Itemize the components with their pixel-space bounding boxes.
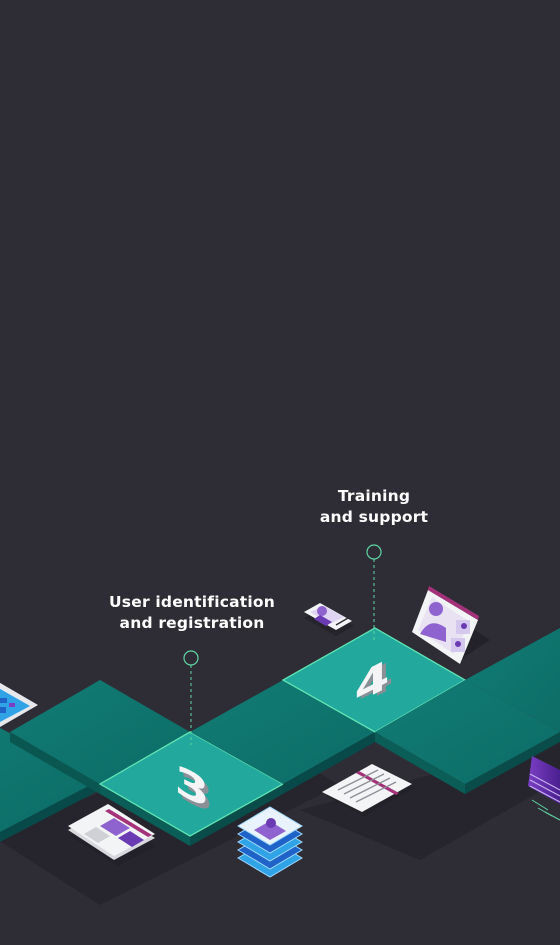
video-call-icon [412, 586, 490, 664]
document-icon [322, 764, 414, 816]
browser-window-icon [68, 804, 156, 866]
tile-step-3 [98, 731, 285, 846]
tile-left [0, 728, 100, 842]
tile-f [375, 680, 560, 794]
guide-marker-4 [366, 544, 382, 640]
step-label-4-line2: and support [319, 508, 429, 526]
phone-profile-icon [304, 603, 354, 636]
step-label-3-line2: and registration [119, 614, 265, 632]
step-label-3-line1: User identification [109, 593, 275, 611]
step-label-4-line1: Training [337, 487, 411, 505]
server-stack-icon [528, 756, 560, 821]
id-card-stack-icon [237, 806, 303, 878]
tile-g [465, 628, 560, 732]
step-label-4: Training and support [306, 486, 442, 528]
step-label-3: User identification and registration [102, 592, 282, 634]
guide-marker-3 [183, 650, 199, 745]
tile-path [0, 627, 560, 846]
dashboard-icon [0, 682, 38, 727]
